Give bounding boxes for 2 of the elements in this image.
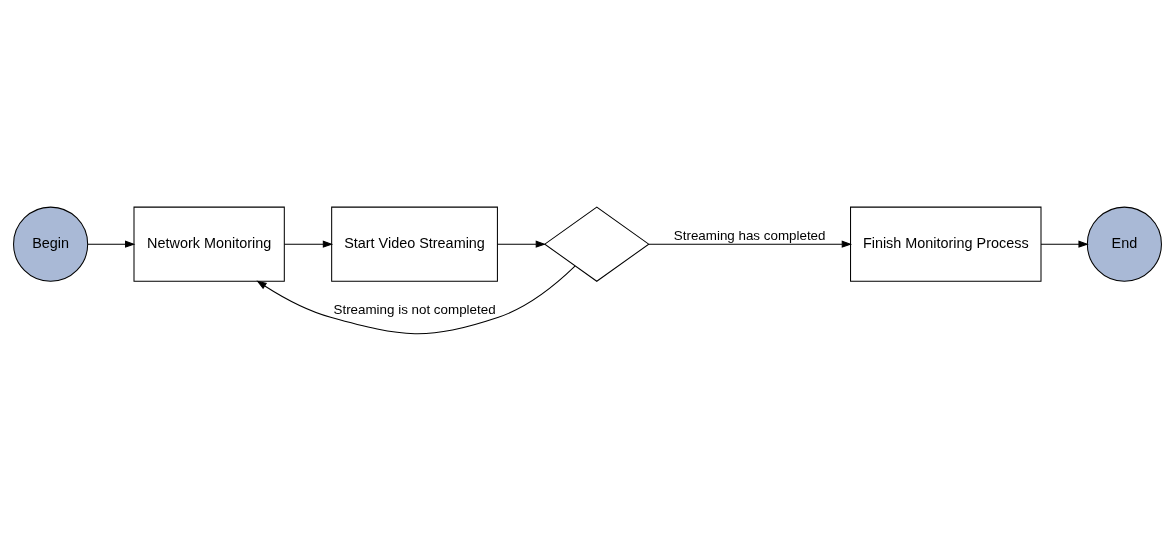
edge-label: Streaming is not completed bbox=[333, 301, 496, 317]
edge-label: Streaming has completed bbox=[673, 227, 826, 243]
